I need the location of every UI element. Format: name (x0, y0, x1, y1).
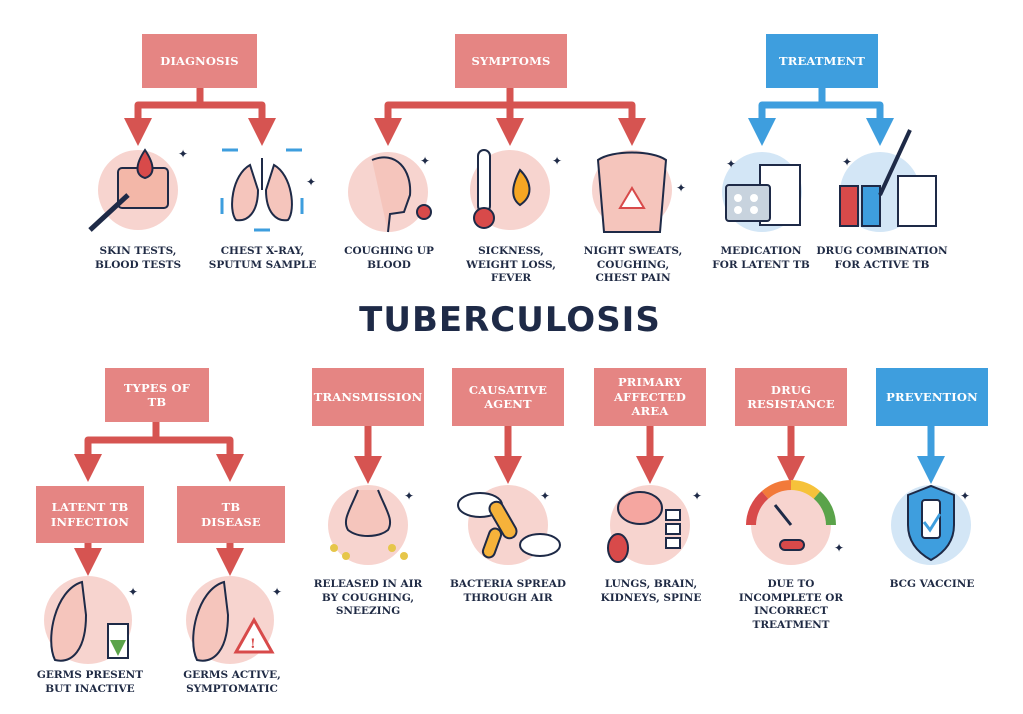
caption-germs-inactive: GERMS PRESENT BUT INACTIVE (36, 669, 144, 695)
diagnosis-box: DIAGNOSIS (142, 34, 257, 88)
diagnosis-arrows (124, 88, 276, 146)
caption-bacteria: BACTERIA SPREAD THROUGH AIR (449, 578, 567, 604)
caption-coughing-blood: COUGHING UP BLOOD (344, 245, 434, 271)
caption-bcg: BCG VACCINE (889, 578, 975, 590)
caption-resistance: DUE TO INCOMPLETE OR INCORRECT TREATMENT (738, 578, 844, 631)
svg-text:✦: ✦ (272, 585, 282, 599)
svg-text:✦: ✦ (726, 157, 736, 171)
symptoms-arrows (374, 88, 646, 146)
coughing-person-icon: ✦ (348, 152, 432, 233)
svg-text:✦: ✦ (404, 489, 414, 503)
svg-text:✦: ✦ (842, 155, 852, 169)
svg-text:✦: ✦ (676, 181, 686, 195)
caption-night-sweats: NIGHT SWEATS, COUGHING, CHEST PAIN (583, 245, 683, 285)
caption-skin-tests: SKIN TESTS, BLOOD TESTS (94, 245, 182, 271)
page-title: TUBERCULOSIS (359, 300, 661, 340)
resistance-gauge-icon: ✦ (746, 480, 844, 565)
svg-text:✦: ✦ (834, 541, 844, 555)
column-arrows (354, 426, 805, 484)
causative-agent-box: CAUSATIVE AGENT (452, 368, 564, 426)
active-lungs-icon: ! ✦ (186, 576, 282, 664)
svg-text:✦: ✦ (420, 154, 430, 168)
prevention-box: PREVENTION (876, 368, 988, 426)
treatment-arrows (748, 88, 894, 146)
svg-text:✦: ✦ (552, 154, 562, 168)
chest-pain-icon: ✦ (592, 150, 686, 233)
svg-text:✦: ✦ (540, 489, 550, 503)
svg-text:✦: ✦ (960, 489, 970, 503)
caption-drug-combination: DRUG COMBINATION FOR ACTIVE TB (816, 245, 948, 271)
skin-test-icon: ✦ (88, 147, 188, 232)
svg-text:✦: ✦ (306, 175, 316, 189)
body-organs-icon: ✦ (607, 485, 702, 565)
tb-disease-box: TB DISEASE (177, 486, 285, 543)
xray-lungs-icon: ✦ (220, 148, 316, 232)
drug-resistance-box: DRUG RESISTANCE (735, 368, 847, 426)
caption-chest-xray: CHEST X-RAY, SPUTUM SAMPLE (208, 245, 317, 271)
svg-text:✦: ✦ (128, 585, 138, 599)
bacteria-cloud-icon: ✦ (457, 485, 561, 565)
svg-text:✦: ✦ (178, 147, 188, 161)
transmission-box: TRANSMISSION (312, 368, 424, 426)
medication-box-icon: ✦ (722, 152, 802, 232)
affected-area-box: PRIMARY AFFECTED AREA (594, 368, 706, 426)
types-of-tb-box: TYPES OF TB (105, 368, 209, 422)
treatment-box: TREATMENT (766, 34, 878, 88)
vaccine-shield-icon: ✦ (891, 484, 971, 565)
latent-lungs-icon: ✦ (44, 576, 138, 664)
latent-tb-box: LATENT TB INFECTION (36, 486, 144, 543)
caption-sickness: SICKNESS, WEIGHT LOSS, FEVER (466, 245, 556, 285)
svg-text:!: ! (250, 637, 256, 652)
caption-germs-active: GERMS ACTIVE, SYMPTOMATIC (183, 669, 281, 695)
sneezing-nose-icon: ✦ (328, 485, 414, 565)
drug-vials-icon: ✦ (839, 129, 937, 232)
svg-text:✦: ✦ (692, 489, 702, 503)
fever-thermometer-icon: ✦ (470, 149, 562, 230)
caption-transmission: RELEASED IN AIR BY COUGHING, SNEEZING (313, 578, 423, 618)
caption-organs: LUNGS, BRAIN, KIDNEYS, SPINE (600, 578, 702, 604)
types-arrows (74, 422, 244, 576)
symptoms-box: SYMPTOMS (455, 34, 567, 88)
caption-medication: MEDICATION FOR LATENT TB (712, 245, 810, 271)
